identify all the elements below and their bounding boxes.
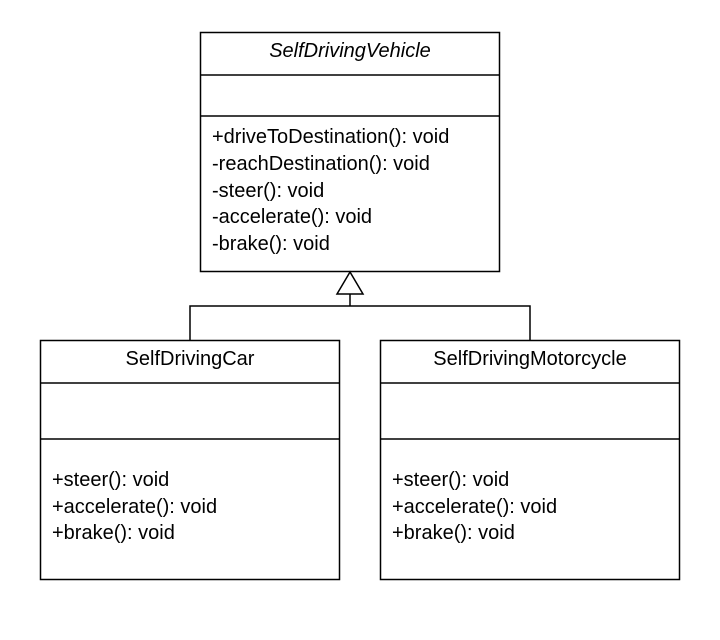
class-name-selfdrivingmotorcycle: SelfDrivingMotorcycle [433, 348, 627, 370]
inheritance-arrowhead [335, 270, 365, 295]
method-brake: +brake(): void [52, 522, 175, 544]
class-box-selfdrivingmotorcycle [379, 339, 681, 581]
connector-line [189, 305, 531, 340]
generalization-connector [189, 270, 531, 340]
method-steer: +steer(): void [392, 469, 510, 491]
class-name-selfdrivingcar: SelfDrivingCar [125, 348, 255, 370]
method-accelerate: -accelerate(): void [212, 206, 373, 228]
method-steer: +steer(): void [52, 469, 170, 491]
method-brake: +brake(): void [392, 522, 515, 544]
method-steer: -steer(): void [212, 180, 325, 202]
method-drivetodestination: +driveToDestination(): void [212, 126, 450, 148]
method-accelerate: +accelerate(): void [392, 496, 558, 518]
method-reachdestination: -reachDestination(): void [212, 153, 430, 175]
method-accelerate: +accelerate(): void [52, 496, 218, 518]
class-box-selfdrivingcar [39, 339, 341, 581]
class-box-selfdrivingvehicle [199, 31, 501, 273]
method-brake: -brake(): void [212, 233, 330, 255]
class-name-selfdrivingvehicle: SelfDrivingVehicle [269, 40, 431, 62]
